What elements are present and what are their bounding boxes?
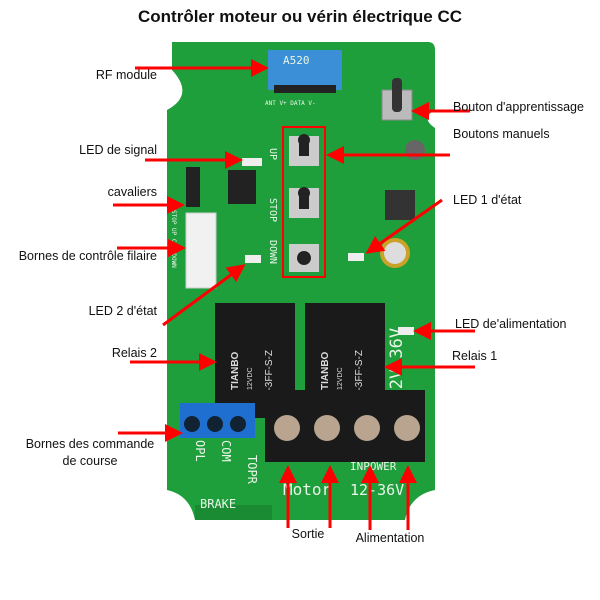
relay-2-voltage: 12VDC [247,367,254,390]
regulator [385,190,415,220]
label-wired-terminals: Bornes de contrôle filaire [18,249,157,263]
manual-buttons-box [282,126,326,278]
power-led [398,327,414,335]
label-limit-terminals-line2: de course [62,454,118,468]
wired-pins-silk: STOP UP COM DOWN [170,210,177,268]
ic-chip [228,170,256,204]
label-rf-module: RF module [95,68,157,82]
power-range-silk: 12-36V [350,481,404,499]
label-relay-1: Relais 1 [452,349,498,363]
wired-control-connector[interactable] [185,212,217,289]
up-button[interactable] [289,134,319,166]
label-status-led-2: LED 2 d'état [88,304,157,318]
inpower-silk: INPOWER [350,460,397,473]
brake-pin-topr: TOPR [245,455,259,485]
label-jumpers: cavaliers [107,185,157,199]
status-led-1 [348,253,364,261]
stop-button[interactable] [289,187,319,218]
limit-switch-terminal[interactable] [180,403,255,438]
arrow-status-led-2 [162,264,246,327]
signal-led [242,158,262,166]
label-relay-2: Relais 2 [111,346,157,360]
label-learn-button: Bouton d'apprentissage [453,100,584,114]
down-button[interactable] [289,244,319,272]
brake-pin-opl: OPL [193,440,207,462]
motor-silk: Motor [283,480,332,499]
status-led-2 [245,255,261,263]
label-limit-terminals: Bornes des commande de course [10,436,170,470]
brake-pin-com: COM [219,440,233,462]
relay-2-brand: TIANBO [230,351,241,390]
brake-silk: BRAKE [200,497,236,511]
learn-button[interactable] [381,78,413,121]
rf-pins-label: ANT V+ DATA V- [265,100,316,107]
rf-chip-label: A520 [283,54,310,67]
down-silk: DOWN [267,240,278,264]
label-signal-led: LED de signal [79,143,157,157]
capacitor-small [405,140,425,160]
label-power: Alimentation [355,531,425,545]
arrow-status-led-1 [365,198,443,254]
relay-1-voltage: 12VDC [337,367,344,390]
motor-power-terminal-block[interactable] [265,390,425,462]
rf-module: A520 [268,50,342,93]
relay-1-model: HJR-3FF-S-Z [354,350,365,410]
label-limit-terminals-line1: Bornes des commande [25,437,155,451]
stop-silk: STOP [267,198,278,222]
label-output: Sortie [291,527,325,541]
jumpers[interactable] [186,167,200,207]
callout-arrows [113,59,475,530]
label-status-led-1: LED 1 d'état [453,193,522,207]
relay-1-brand: TIANBO [320,351,331,390]
label-power-led: LED de'alimentation [455,317,567,331]
label-manual-buttons: Boutons manuels [453,127,550,141]
diagram-title: Contrôler moteur ou vérin électrique CC [138,7,462,26]
relay-2-model: HJR-3FF-S-Z [264,350,275,410]
up-silk: UP [267,148,278,160]
